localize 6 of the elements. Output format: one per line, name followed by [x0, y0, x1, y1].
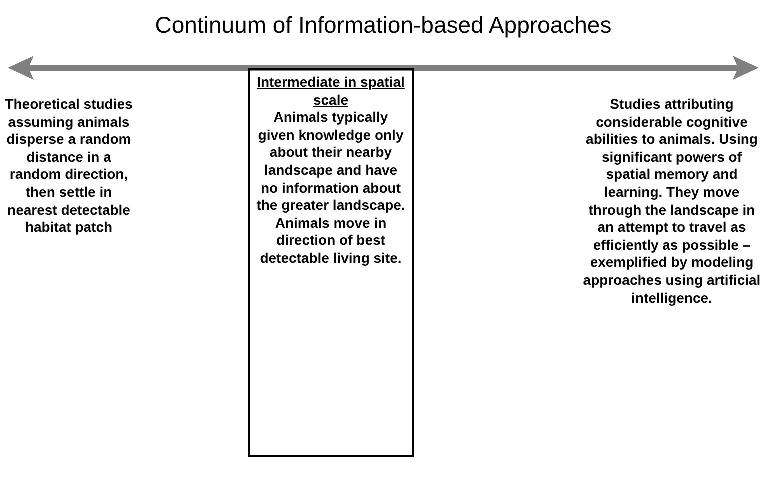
description-text: Studies attributing considerable cognitive abilities to animals. Using significant powers of spatial memory and learning. They move through the landscape in an attempt to travel as efficiently as possible – exemplified by modeling approaches using artificial intelligence.: [582, 96, 762, 308]
diagram-title: Continuum of Information-based Approaches: [154, 12, 613, 39]
box-heading: Intermediate in spatial scale: [256, 74, 406, 110]
box-text: Animals typically given knowledge only about their nearby landscape and have no information about the greater landscape. Animals move in direction of best detectable living site.: [256, 109, 406, 268]
description-text: Theoretical studies assuming animals disperse a random distance in a random direction, then settle in nearest detectable habitat patch: [5, 96, 133, 237]
text-box: [248, 68, 414, 457]
